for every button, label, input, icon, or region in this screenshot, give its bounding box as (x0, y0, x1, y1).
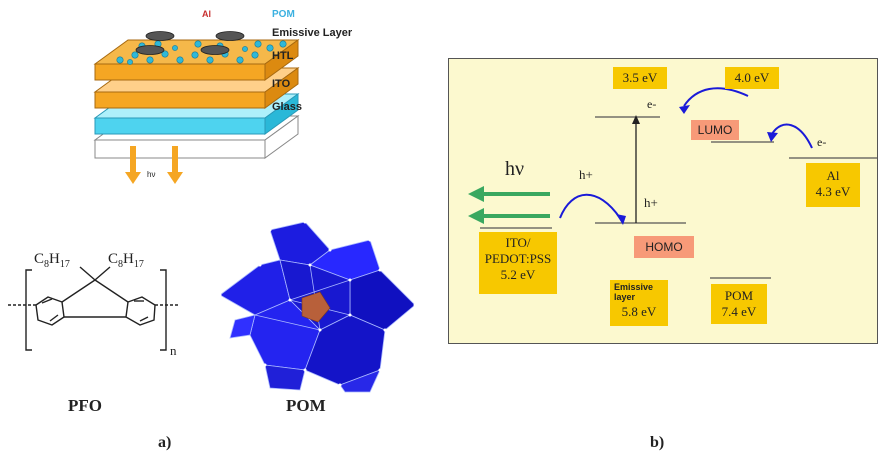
lumo-energy-box: 3.5 eV (613, 67, 667, 89)
emissive-layer-box: Emissive layer 5.8 eV (610, 280, 668, 326)
emissive-layer (93, 31, 300, 81)
ito-line1: ITO/ (505, 235, 531, 250)
panel-a-label: a) (158, 434, 172, 451)
al-line2: 4.3 eV (815, 184, 851, 199)
al-line1: Al (826, 168, 840, 183)
electron-transfer-arrow-top (683, 87, 749, 107)
pfo-caption: PFO (68, 396, 102, 415)
htl-label: HTL (272, 50, 294, 62)
ito-line2: PEDOT:PSS (484, 251, 552, 266)
emissive-line1: Emissive (614, 282, 654, 292)
light-arrow-lower (480, 214, 550, 218)
al-lumo-energy-box: 4.0 eV (725, 67, 779, 89)
hole-injection-arrow (559, 193, 621, 219)
pfo-structure (8, 266, 180, 351)
pfo-repeat-n: n (170, 343, 177, 358)
electron-label-top: e- (647, 97, 657, 111)
panel-b-label: b) (650, 434, 665, 451)
pom-line1: POM (724, 288, 754, 303)
pfo-substituent-left: C8H17 (34, 251, 70, 270)
al-label: Al (202, 9, 211, 19)
pom-label: POM (272, 9, 295, 20)
lumo-box: LUMO (691, 120, 739, 140)
pom-polyhedron (218, 220, 417, 393)
al-energy-box: Al 4.3 eV (806, 163, 860, 207)
hole-label-mid: h+ (644, 195, 658, 210)
ito-pedot-box: ITO/ PEDOT:PSS 5.2 eV (479, 232, 557, 294)
al-electrodes (135, 31, 245, 55)
hole-label-left: h+ (579, 167, 593, 182)
electron-label-right: e- (817, 135, 827, 149)
ito-line3: 5.2 eV (500, 267, 536, 282)
ito-label: ITO (272, 78, 291, 90)
hv-label: hν (505, 158, 525, 180)
emission-arrows (125, 146, 183, 184)
glass-label: Glass (272, 101, 302, 113)
emissive-line3: 5.8 eV (621, 304, 657, 319)
homo-box: HOMO (634, 236, 694, 258)
pfo-substituent-right: C8H17 (108, 251, 144, 270)
pom-caption: POM (286, 396, 326, 415)
emissive-layer-label: Emissive Layer (272, 27, 353, 39)
emissive-line2: layer (614, 292, 636, 302)
electron-injection-arrow-right (771, 123, 813, 149)
light-label: hν (147, 170, 156, 179)
device-stack-diagram (93, 31, 300, 184)
pom-energy-box: POM 7.4 eV (711, 284, 767, 324)
energy-level-lines (468, 87, 878, 279)
pom-line2: 7.4 eV (721, 304, 757, 319)
light-arrow-upper (480, 192, 550, 196)
